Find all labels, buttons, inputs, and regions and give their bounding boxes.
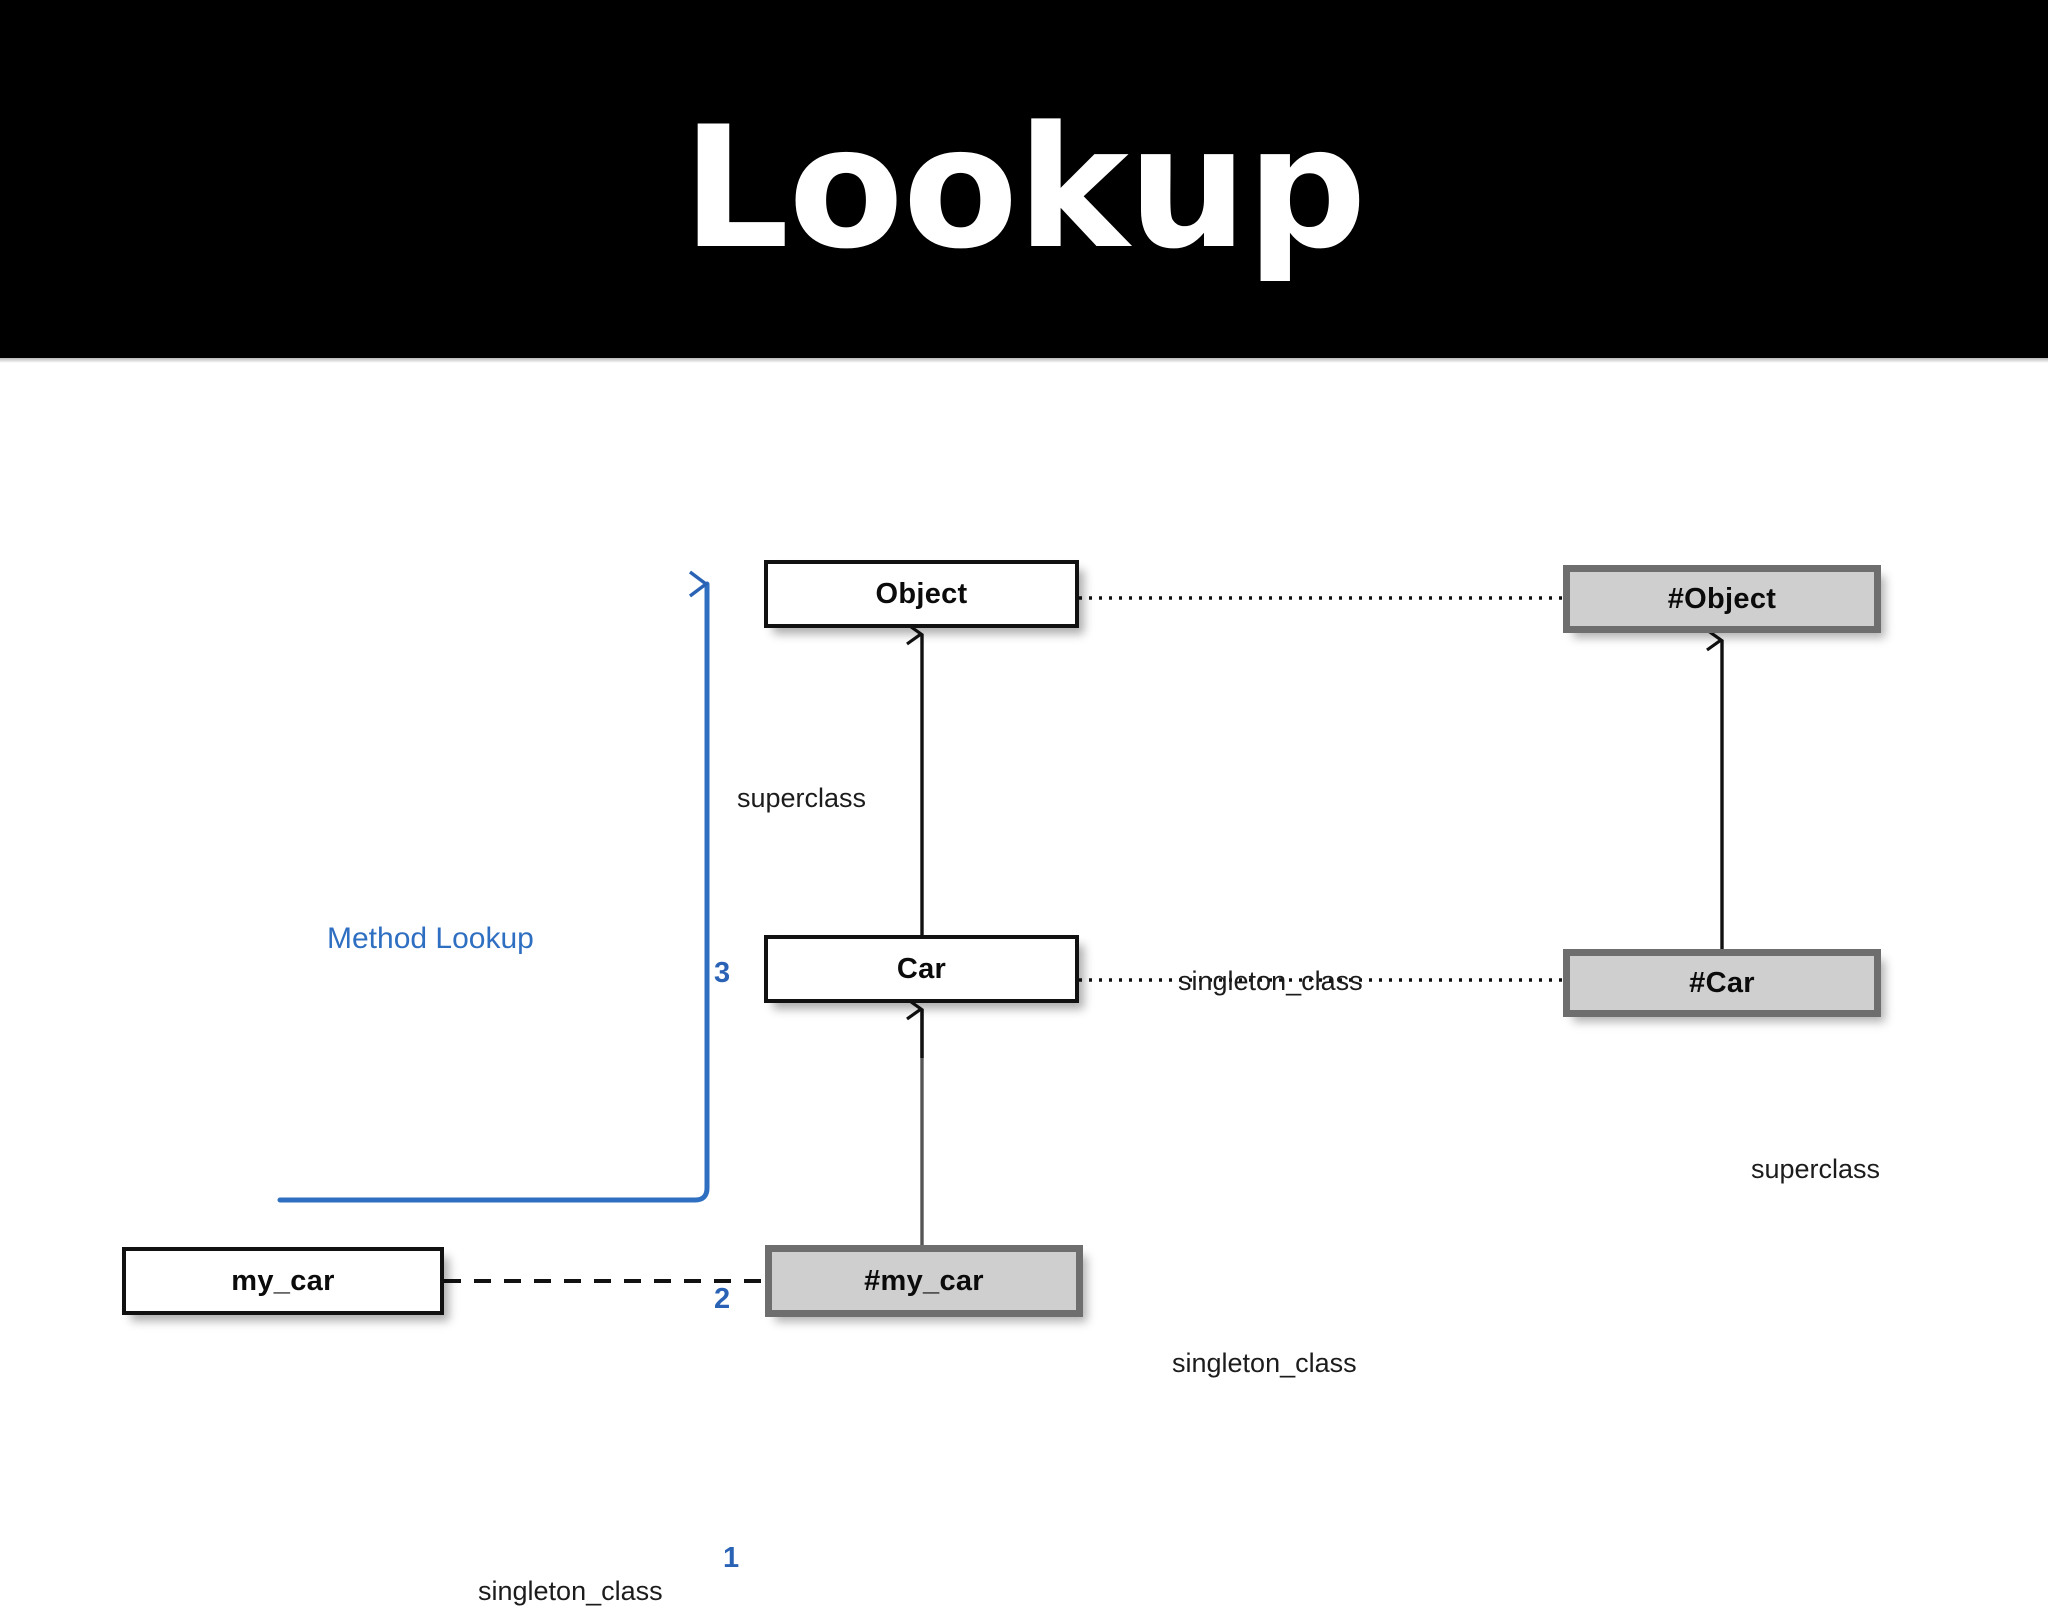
edge-label-superclass-left: superclass [737, 783, 867, 813]
node-hash-car[interactable]: #Car [1563, 949, 1881, 1017]
lookup-step-2: 2 [714, 1283, 731, 1315]
banner-shadow-divider [0, 358, 2048, 363]
node-car[interactable]: Car [764, 935, 1079, 1003]
lookup-diagram: Object Car my_car #Object #Car #my_car s… [0, 358, 2048, 1606]
node-hash-object[interactable]: #Object [1563, 565, 1881, 633]
edge-label-singleton-class-object: singleton_class [1178, 966, 1363, 996]
node-my-car[interactable]: my_car [122, 1247, 444, 1315]
diagram-connectors [277, 570, 1724, 1283]
lookup-step-1: 1 [723, 1542, 740, 1574]
slide-title-banner: Lookup [0, 0, 2048, 358]
node-hash-my-car[interactable]: #my_car [765, 1245, 1083, 1317]
edge-label-superclass-right: superclass [1751, 1154, 1881, 1184]
page-title: Lookup [682, 90, 1366, 286]
method-lookup-arrow [277, 570, 710, 1203]
node-object[interactable]: Object [764, 560, 1079, 628]
edge-label-singleton-class-my-car: singleton_class [478, 1576, 663, 1606]
edge-label-singleton-class-car: singleton_class [1172, 1348, 1357, 1378]
method-lookup-label: Method Lookup [327, 922, 534, 955]
lookup-step-3: 3 [714, 957, 731, 989]
